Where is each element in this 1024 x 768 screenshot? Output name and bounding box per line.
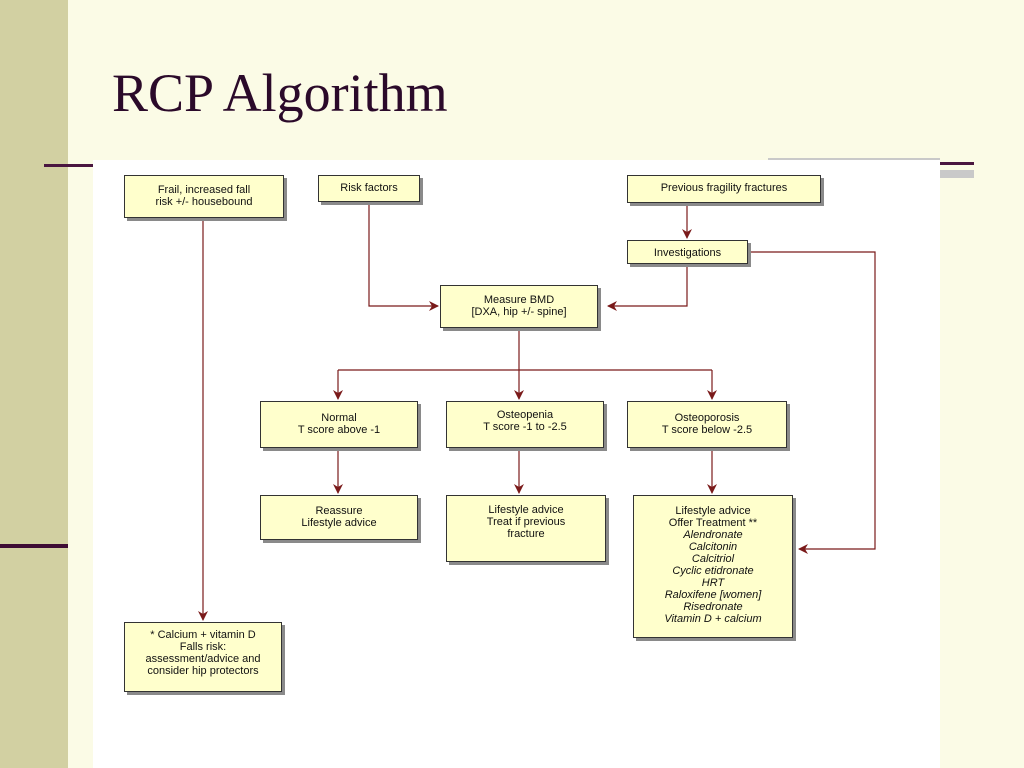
osteopenia-box: Osteopenia T score -1 to -2.5 bbox=[446, 401, 604, 448]
arrow-riskfactors-to-bmd bbox=[368, 202, 439, 311]
title-rule-left bbox=[44, 164, 104, 167]
arrow-investigations-to-bmd bbox=[607, 262, 688, 311]
calcium-box: * Calcium + vitamin D Falls risk: assess… bbox=[124, 622, 282, 692]
frail-line-1: Frail, increased fall bbox=[157, 184, 251, 196]
risk-factors-box: Risk factors bbox=[318, 175, 420, 202]
reassure-line-1: Reassure bbox=[315, 505, 363, 517]
lifestyle-treat-line-3: fracture bbox=[507, 528, 545, 540]
measure-bmd-line-2: [DXA, hip +/- spine] bbox=[471, 306, 567, 318]
lifestyle-treat-line-2: Treat if previous bbox=[486, 516, 566, 528]
lifestyle-treat-box: Lifestyle advice Treat if previous fract… bbox=[446, 495, 606, 562]
slide-title: RCP Algorithm bbox=[112, 63, 448, 123]
osteoporosis-line-2: T score below -2.5 bbox=[661, 424, 753, 436]
measure-bmd-box: Measure BMD [DXA, hip +/- spine] bbox=[440, 285, 598, 328]
osteoporosis-line-1: Osteoporosis bbox=[674, 412, 740, 424]
osteopenia-line-1: Osteopenia bbox=[496, 409, 554, 421]
treatment-line-2: Offer Treatment ** bbox=[668, 517, 758, 529]
previous-fractures-box: Previous fragility fractures bbox=[627, 175, 821, 203]
investigations-label: Investigations bbox=[653, 247, 722, 259]
calcium-line-4: consider hip protectors bbox=[147, 665, 259, 677]
calcium-line-3: assessment/advice and bbox=[145, 653, 261, 665]
drug-hrt: HRT bbox=[701, 577, 725, 589]
drug-calcitriol: Calcitriol bbox=[691, 553, 735, 565]
arrow-investigations-to-treatment bbox=[748, 251, 876, 554]
reassure-line-2: Lifestyle advice bbox=[301, 517, 377, 529]
drug-calcitonin: Calcitonin bbox=[688, 541, 738, 553]
drug-risedronate: Risedronate bbox=[683, 601, 743, 613]
treatment-box: Lifestyle advice Offer Treatment ** Alen… bbox=[633, 495, 793, 638]
drug-cyclic-etidronate: Cyclic etidronate bbox=[672, 565, 754, 577]
normal-line-2: T score above -1 bbox=[297, 424, 381, 436]
investigations-box: Investigations bbox=[627, 240, 748, 264]
risk-factors-label: Risk factors bbox=[340, 182, 398, 194]
treatment-line-1: Lifestyle advice bbox=[675, 505, 751, 517]
calcium-line-2: Falls risk: bbox=[179, 641, 227, 653]
osteoporosis-box: Osteoporosis T score below -2.5 bbox=[627, 401, 787, 448]
normal-line-1: Normal bbox=[321, 412, 357, 424]
title-rule-right bbox=[940, 162, 974, 165]
reassure-box: Reassure Lifestyle advice bbox=[260, 495, 418, 540]
title-rule-grey-bottom bbox=[940, 170, 974, 178]
lifestyle-treat-line-1: Lifestyle advice bbox=[488, 504, 564, 516]
drug-alendronate: Alendronate bbox=[683, 529, 743, 541]
previous-fractures-label: Previous fragility fractures bbox=[660, 182, 788, 194]
frail-box: Frail, increased fall risk +/- houseboun… bbox=[124, 175, 284, 218]
osteopenia-line-2: T score -1 to -2.5 bbox=[483, 421, 567, 433]
left-decorative-band bbox=[0, 0, 68, 768]
normal-box: Normal T score above -1 bbox=[260, 401, 418, 448]
left-accent-rule bbox=[0, 544, 68, 548]
calcium-line-1: * Calcium + vitamin D bbox=[150, 629, 256, 641]
drug-raloxifene: Raloxifene [women] bbox=[664, 589, 762, 601]
drug-vitamin-d-calcium: Vitamin D + calcium bbox=[664, 613, 762, 625]
frail-line-2: risk +/- housebound bbox=[155, 196, 253, 208]
measure-bmd-line-1: Measure BMD bbox=[483, 294, 555, 306]
